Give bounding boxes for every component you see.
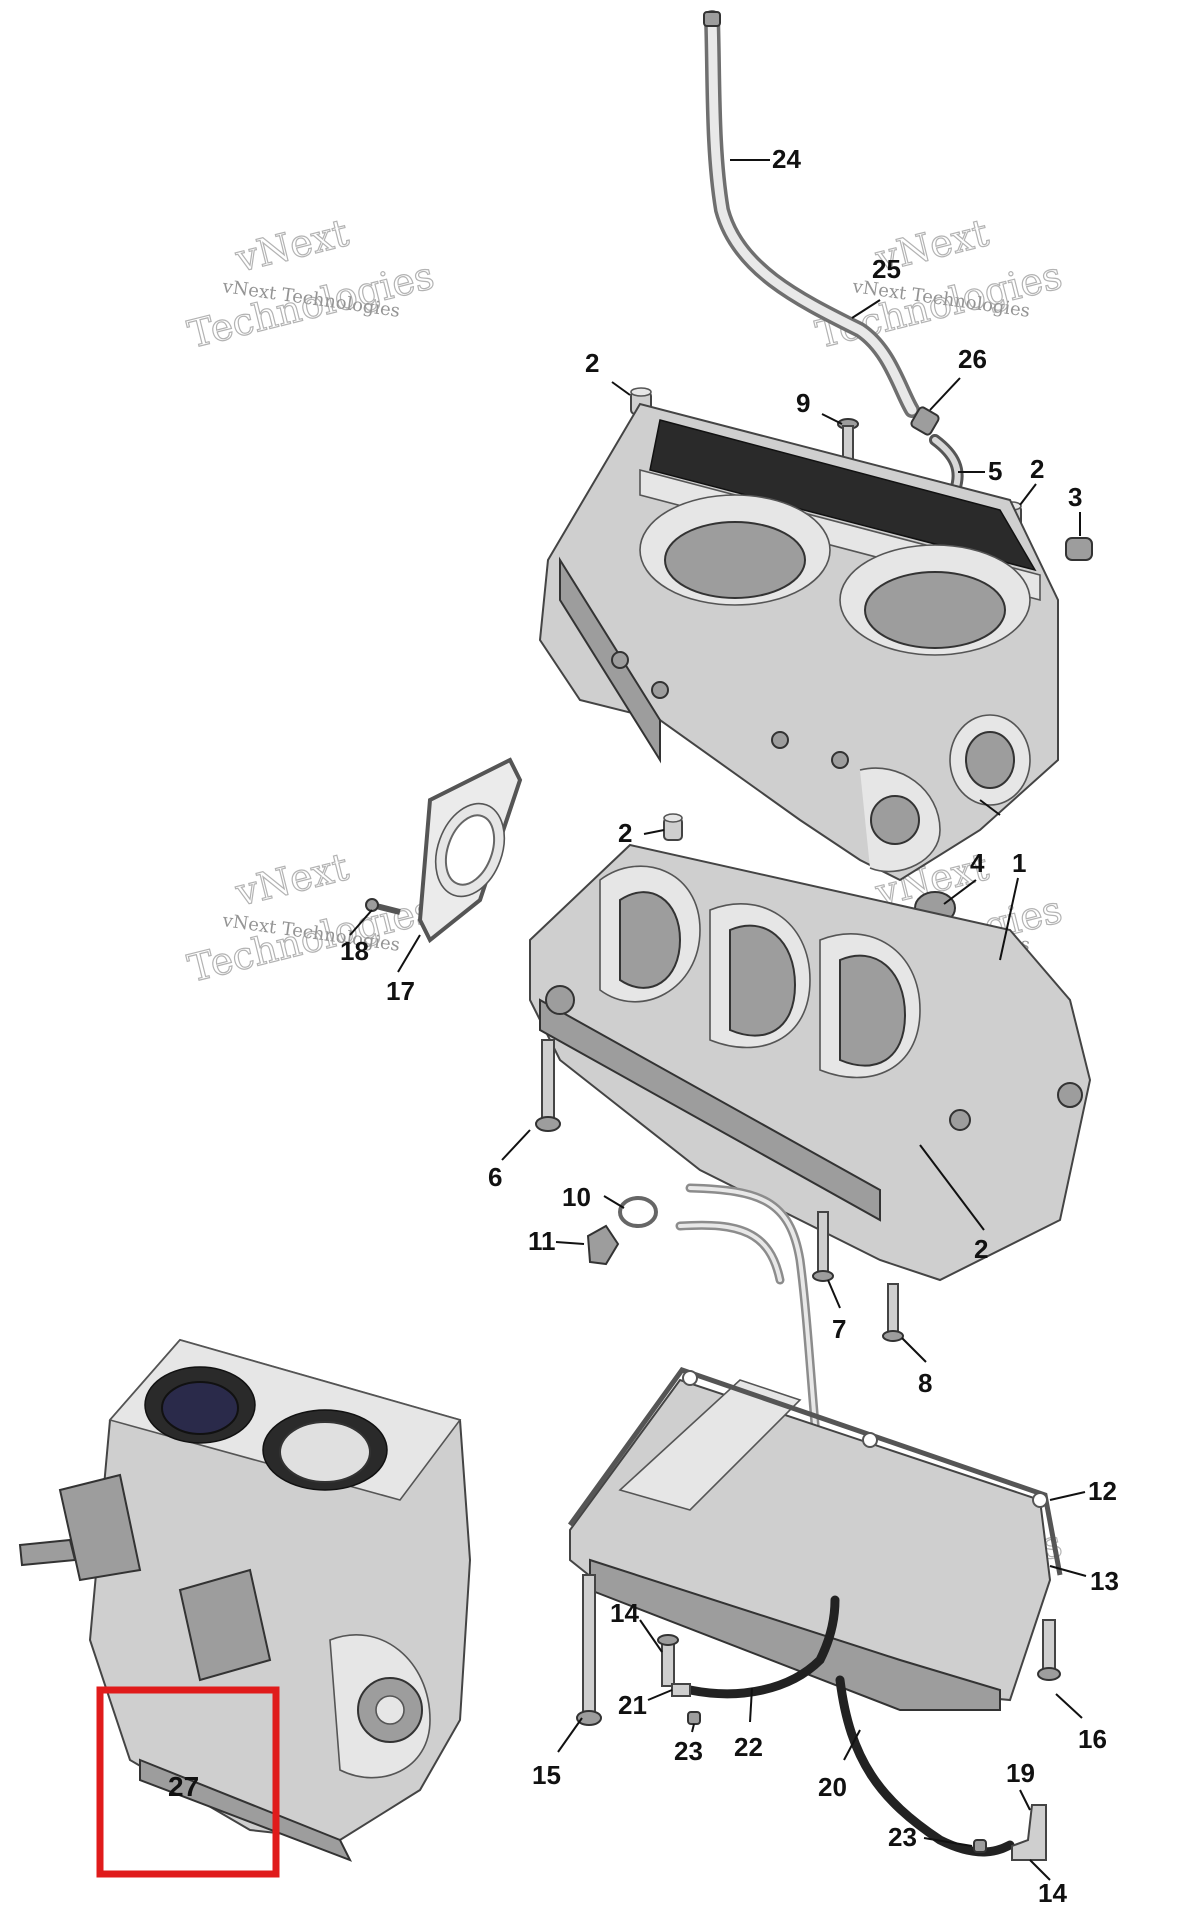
part-3-plug bbox=[1065, 537, 1093, 561]
callout-23: 23 bbox=[888, 1822, 917, 1852]
callout-17: 17 bbox=[386, 976, 415, 1006]
callout-2: 2 bbox=[1030, 454, 1044, 484]
callout-16: 16 bbox=[1078, 1724, 1107, 1754]
callout-21: 21 bbox=[618, 1690, 647, 1720]
callout-9: 9 bbox=[796, 388, 810, 418]
watermark-top-left: vNext vNext Technologies Technologies bbox=[183, 210, 439, 357]
callout-19: 19 bbox=[1006, 1758, 1035, 1788]
part-17-exhaust-gasket bbox=[417, 757, 523, 944]
part-15-bolt bbox=[576, 1574, 602, 1726]
part-10-sealing-ring bbox=[618, 1196, 658, 1228]
callout-14: 14 bbox=[1038, 1878, 1067, 1907]
lower-crankcase bbox=[529, 843, 1092, 1282]
watermark-text: Technologies bbox=[184, 253, 439, 357]
callout-26: 26 bbox=[958, 344, 987, 374]
callout-11: 11 bbox=[528, 1226, 556, 1256]
callout-6: 6 bbox=[488, 1162, 502, 1192]
callout-4: 4 bbox=[970, 848, 985, 878]
part-19-elbow-fitting bbox=[1011, 1804, 1047, 1861]
watermark-text: vNext bbox=[231, 210, 353, 280]
part-20-oil-hose bbox=[835, 1675, 1015, 1857]
part-23-clamp-small bbox=[687, 1711, 701, 1725]
callout-15: 15 bbox=[532, 1760, 561, 1790]
callout-20: 20 bbox=[818, 1772, 847, 1802]
callout-14: 14 bbox=[610, 1598, 639, 1628]
callout-24: 24 bbox=[772, 144, 801, 174]
watermark-text: vNext bbox=[231, 844, 353, 914]
callout-2: 2 bbox=[974, 1234, 988, 1264]
part-11-drain-plug bbox=[586, 1224, 620, 1266]
part-18-bolt bbox=[365, 898, 401, 915]
part-16-bolt bbox=[1037, 1619, 1061, 1681]
part-6-bolt bbox=[535, 1039, 561, 1132]
watermark-text: Technologies bbox=[812, 253, 1067, 357]
callout-2: 2 bbox=[585, 348, 599, 378]
part-1-upper-crankcase bbox=[538, 402, 1059, 882]
callout-10: 10 bbox=[562, 1182, 591, 1212]
callout-3: 3 bbox=[1068, 482, 1082, 512]
part-22-oil-hose bbox=[685, 1595, 840, 1699]
callout-18: 18 bbox=[340, 936, 369, 966]
part-8-bolt bbox=[882, 1283, 904, 1342]
callout-7: 7 bbox=[832, 1314, 846, 1344]
callout-labels: 24 25 26 2 9 5 2 3 2 4 1 18 17 6 10 11 2… bbox=[340, 144, 1119, 1907]
highlight-box-27[interactable]: 27 bbox=[96, 1686, 280, 1878]
part-24-vent-tube bbox=[703, 10, 920, 418]
part-7-bolt bbox=[812, 1211, 834, 1282]
leader-lines bbox=[349, 159, 1087, 1881]
callout-22: 22 bbox=[734, 1732, 763, 1762]
callout-23: 23 bbox=[674, 1736, 703, 1766]
part-2-dowel-mid bbox=[663, 813, 683, 841]
callout-5: 5 bbox=[988, 456, 1002, 486]
part-12-oil-pan-gasket bbox=[567, 1367, 1063, 1576]
callout-8: 8 bbox=[918, 1368, 932, 1398]
oil-tube-pair bbox=[675, 1183, 825, 1485]
watermark-top-right: vNext vNext Technologies Technologies bbox=[811, 210, 1067, 357]
part-21-fitting bbox=[671, 1683, 691, 1697]
callout-27: 27 bbox=[168, 1771, 199, 1802]
callout-25: 25 bbox=[872, 254, 901, 284]
part-27-engine-assembly bbox=[18, 1338, 472, 1862]
callout-12: 12 bbox=[1088, 1476, 1117, 1506]
highlight-frame bbox=[96, 1686, 280, 1878]
callout-2: 2 bbox=[618, 818, 632, 848]
part-14-fitting-top bbox=[657, 1634, 679, 1687]
part-13-oil-pan bbox=[569, 1378, 1052, 1711]
callout-1: 1 bbox=[1012, 848, 1026, 878]
callout-13: 13 bbox=[1090, 1566, 1119, 1596]
part-26-hose-clamp bbox=[910, 406, 940, 436]
part-23-clamp-lower bbox=[973, 1839, 987, 1853]
